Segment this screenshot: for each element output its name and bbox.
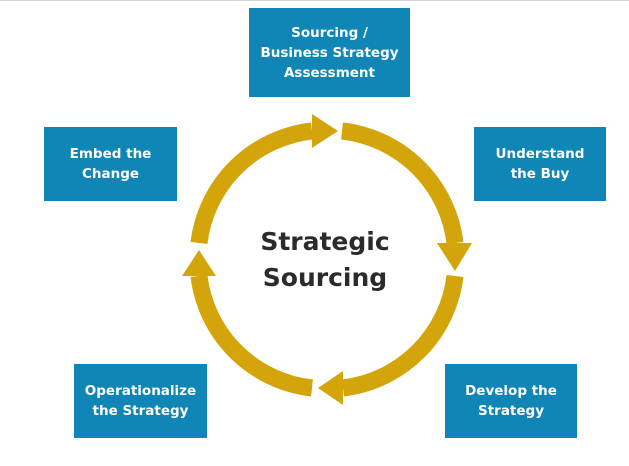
step-line: Operationalize	[84, 383, 197, 399]
cycle-arrowhead-2	[318, 371, 343, 405]
step-box-sourcing-assessment: Sourcing / Business Strategy Assessment	[249, 8, 410, 97]
step-line: Change	[81, 166, 140, 182]
center-title-line: Sourcing	[262, 263, 388, 292]
step-line: Strategy	[477, 403, 545, 419]
top-divider	[0, 0, 629, 1]
step-line: Business Strategy	[260, 44, 399, 61]
cycle-arrow-4	[190, 122, 314, 245]
step-line: Develop the	[465, 383, 557, 399]
center-title: Strategic Sourcing	[215, 224, 435, 296]
step-line: Embed the	[69, 146, 152, 162]
step-box-operationalize-the-strategy: Operationalize the Strategy	[74, 364, 207, 438]
step-line: the Buy	[510, 166, 570, 182]
cycle-arrow-2	[341, 274, 464, 397]
cycle-arrow-1	[340, 122, 464, 245]
cycle-arrow-3	[190, 274, 314, 397]
step-box-develop-the-strategy: Develop the Strategy	[445, 364, 577, 438]
step-line: the Strategy	[92, 403, 189, 419]
cycle-arrowhead-1	[437, 243, 472, 271]
step-box-understand-the-buy: Understand the Buy	[474, 127, 606, 201]
step-line: Understand	[495, 146, 585, 162]
step-line: Sourcing /	[291, 24, 368, 41]
cycle-arrowhead-4	[312, 114, 338, 148]
step-box-embed-the-change: Embed the Change	[44, 127, 177, 201]
cycle-arrowhead-3	[182, 250, 216, 276]
step-line: Assessment	[283, 64, 376, 81]
center-title-line: Strategic	[260, 227, 390, 256]
